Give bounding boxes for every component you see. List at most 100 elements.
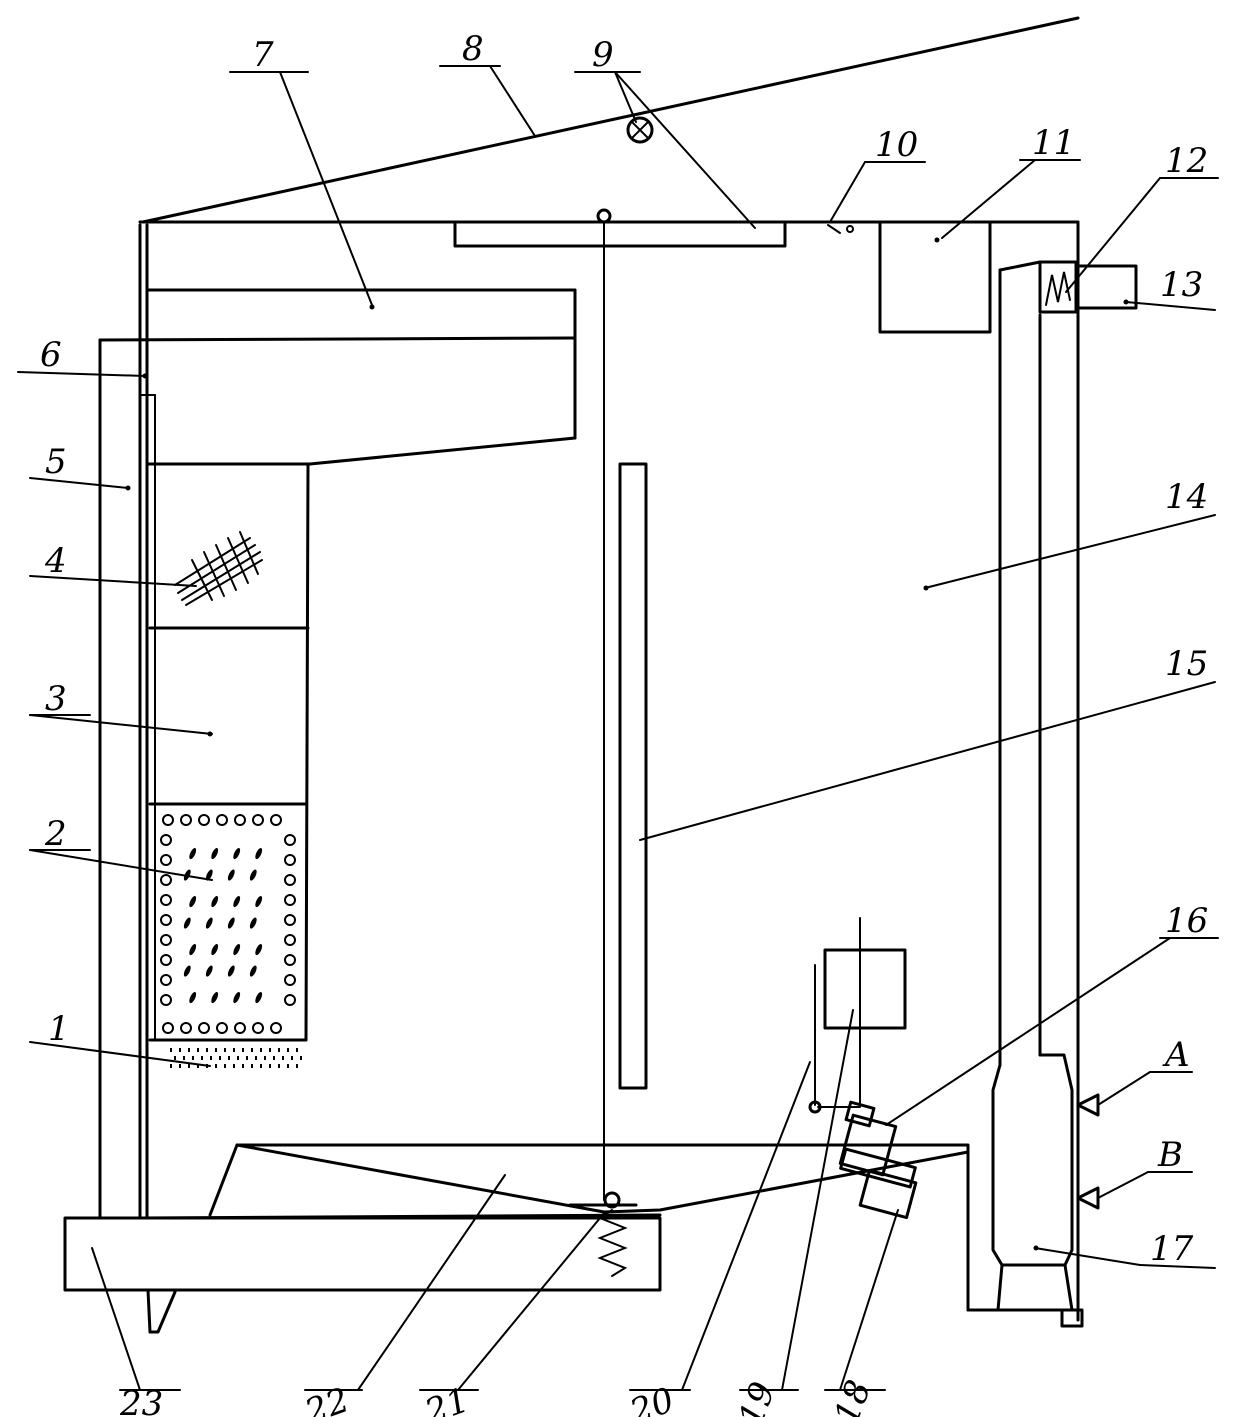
granule — [284, 974, 296, 986]
pore — [296, 1064, 298, 1068]
pore — [179, 1064, 181, 1068]
pore — [215, 1048, 217, 1052]
pore — [183, 1056, 185, 1060]
pore — [251, 1064, 253, 1068]
pore — [224, 1064, 226, 1068]
granule — [233, 944, 241, 956]
granule — [216, 814, 228, 826]
label-15: 15 — [1165, 644, 1208, 684]
pore — [233, 1064, 235, 1068]
granule — [160, 894, 172, 906]
filter-column — [148, 462, 310, 1042]
label-A: A — [1162, 1035, 1190, 1075]
granule — [234, 814, 246, 826]
granule — [284, 894, 296, 906]
label-8: 8 — [462, 29, 484, 69]
granule — [189, 896, 197, 908]
label-18: 18 — [827, 1375, 879, 1417]
pore — [269, 1048, 271, 1052]
granule — [284, 874, 296, 886]
label-4: 4 — [44, 541, 67, 581]
right-channel — [966, 260, 1084, 1328]
pore — [255, 1056, 257, 1060]
granule — [216, 1022, 228, 1034]
label-16: 16 — [1165, 901, 1208, 941]
granule — [234, 1022, 246, 1034]
pore — [192, 1056, 194, 1060]
granule — [255, 848, 263, 860]
label-17: 17 — [1150, 1229, 1194, 1269]
granule — [255, 896, 263, 908]
float-switch — [808, 917, 918, 1220]
label-12: 12 — [1165, 141, 1208, 181]
granule — [205, 869, 213, 881]
pore — [246, 1056, 248, 1060]
granule — [160, 954, 172, 966]
granule — [160, 874, 172, 886]
pore — [170, 1064, 172, 1068]
top-box — [878, 220, 992, 334]
pore — [296, 1048, 298, 1052]
label-14: 14 — [1165, 477, 1208, 517]
leader-lines — [17, 65, 1219, 1391]
pore — [278, 1048, 280, 1052]
granule — [255, 992, 263, 1004]
drain-pipe — [208, 1143, 970, 1312]
label-9: 9 — [592, 35, 614, 75]
pore — [287, 1064, 289, 1068]
granule — [205, 917, 213, 929]
granule — [189, 944, 197, 956]
top-plate — [453, 220, 787, 248]
connector-b — [1076, 1186, 1100, 1210]
label-1: 1 — [48, 1009, 70, 1049]
pore — [201, 1056, 203, 1060]
label-19: 19 — [731, 1377, 783, 1417]
pore — [219, 1056, 221, 1060]
granule — [211, 896, 219, 908]
pore — [197, 1048, 199, 1052]
marker-dots — [125, 237, 1129, 1251]
label-21: 21 — [419, 1380, 474, 1417]
pore — [287, 1048, 289, 1052]
pore — [264, 1056, 266, 1060]
granule — [198, 814, 210, 826]
label-2: 2 — [44, 814, 67, 854]
pore — [224, 1048, 226, 1052]
granule — [205, 965, 213, 977]
pore — [210, 1056, 212, 1060]
pore — [170, 1048, 172, 1052]
label-23: 23 — [119, 1384, 163, 1417]
bottom-spring — [568, 1191, 638, 1277]
granule — [233, 896, 241, 908]
granule — [284, 954, 296, 966]
pore — [251, 1048, 253, 1052]
granule — [249, 917, 257, 929]
granule — [227, 869, 235, 881]
base — [63, 1216, 662, 1334]
label-B: B — [1157, 1135, 1183, 1175]
granule — [233, 848, 241, 860]
granule — [211, 992, 219, 1004]
pore — [278, 1064, 280, 1068]
pore — [233, 1048, 235, 1052]
granule — [255, 944, 263, 956]
granules — [160, 814, 296, 1034]
granule — [183, 917, 191, 929]
pore — [206, 1048, 208, 1052]
label-3: 3 — [45, 679, 67, 719]
label-22: 22 — [299, 1380, 354, 1417]
label-6: 6 — [40, 335, 62, 375]
label-20: 20 — [624, 1380, 679, 1417]
pore — [260, 1064, 262, 1068]
granule — [233, 992, 241, 1004]
granule — [284, 834, 296, 846]
upper-duct — [145, 288, 577, 466]
granule — [252, 1022, 264, 1034]
central-rod — [618, 462, 648, 1090]
latch — [827, 224, 854, 234]
hinge — [626, 116, 654, 144]
granule — [160, 934, 172, 946]
pore — [260, 1048, 262, 1052]
granule — [162, 1022, 174, 1034]
granule — [160, 974, 172, 986]
